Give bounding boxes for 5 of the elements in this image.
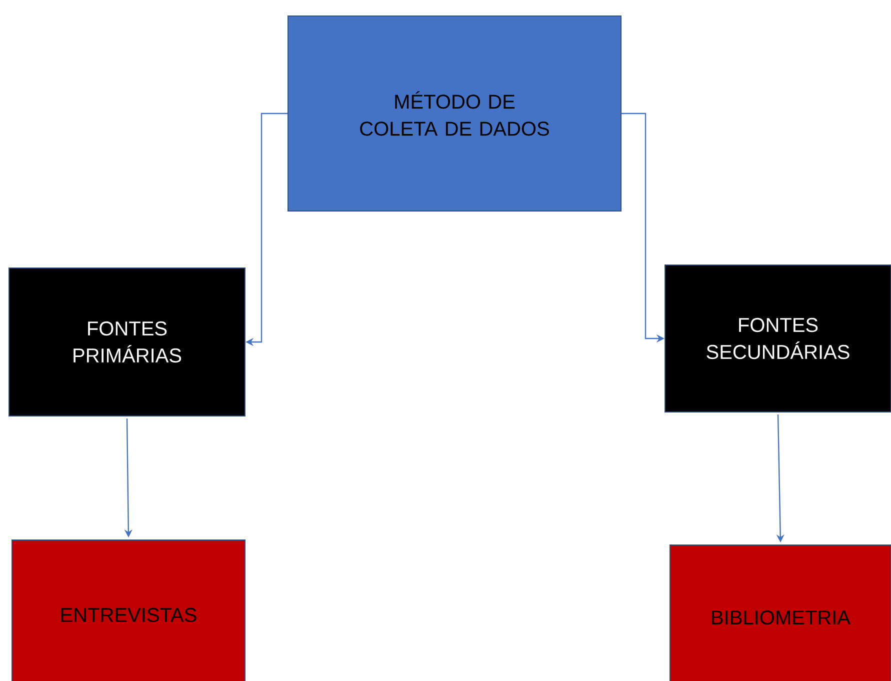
process-box: FONTES PRIMÁRIAS [8,268,246,416]
process-box: ENTREVISTAS [12,540,246,681]
process-box: MÉTODO DE COLETA DE DADOS [288,16,622,212]
process-box: BIBLIOMETRIA [670,544,891,681]
process-box: FONTES SECUNDÁRIAS [664,264,891,412]
